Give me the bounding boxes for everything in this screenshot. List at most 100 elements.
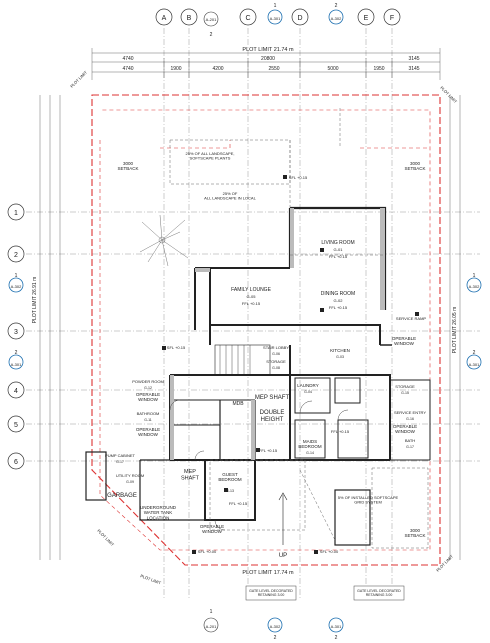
room-dining: DINING ROOM [321, 291, 355, 297]
dim-seg-2: 1900 [170, 66, 181, 72]
door-swings [169, 399, 349, 531]
section-marker-top-left: A-201 2 [203, 11, 219, 38]
room-storage2: STORAGE [395, 384, 415, 389]
plot-limit-right: PLOT LIMIT 26.05 m [452, 307, 458, 354]
direction-arrow-icon [278, 492, 288, 545]
svg-text:PLOT LIMIT: PLOT LIMIT [69, 69, 88, 88]
plot-limit-top: PLOT LIMIT 21.74 m [242, 47, 294, 53]
room-storage-tag: G-08 [272, 366, 280, 370]
room-garbage: GARBAGE [107, 493, 137, 499]
section-marker-right-lower: A-301 2 [466, 350, 482, 370]
svg-text:2: 2 [274, 635, 277, 641]
svg-text:PLOT LIMIT: PLOT LIMIT [140, 573, 163, 585]
room-living-tag: G-01 [334, 247, 344, 252]
up-label: UP [279, 553, 287, 559]
grid-col-b: B [187, 15, 192, 22]
dim-seg-5: 5000 [327, 66, 338, 72]
room-bathroom: BATHROOM [137, 411, 160, 416]
room-service-entry: SERVICE ENTRY [394, 410, 426, 415]
room-kitchen: KITCHEN [330, 348, 350, 353]
grid-row-bubbles: 1 2 3 4 5 6 [7, 203, 25, 470]
room-stair-lobby: STAIR LOBBY [263, 345, 289, 350]
section-marker-bottom-left: A-201 1 [203, 609, 219, 633]
room-family-tag: G-05 [247, 294, 257, 299]
room-dining-ffl: FFL +0.15 [329, 305, 348, 310]
room-guest-tag: G-13 [226, 489, 234, 493]
svg-text:A-201: A-201 [206, 17, 217, 22]
section-marker-bottom-mid: A-302 2 [267, 617, 283, 641]
grid-row-4: 4 [14, 388, 18, 395]
dim-seg-4: 2550 [268, 66, 279, 72]
room-pump-tag: G-17 [116, 460, 124, 464]
grid-col-e: E [364, 15, 369, 22]
dimension-texts: PLOT LIMIT 21.74 m 20800 4740 3145 4740 … [32, 47, 458, 576]
svg-text:A-301: A-301 [469, 362, 480, 367]
section-marker-left-lower: A-301 2 [8, 350, 24, 370]
room-laundry: LAUNDRY [297, 383, 318, 388]
section-marker-bottom-right: A-301 2 [328, 617, 344, 641]
grid-row-2: 2 [14, 252, 18, 259]
room-dining-tag: G-02 [334, 298, 344, 303]
grid-col-c: C [245, 15, 250, 22]
dashed-lines [169, 108, 429, 549]
room-mdb: MDB [232, 401, 244, 407]
level-marker-icons [162, 175, 419, 554]
dim-top-b: 3145 [408, 56, 419, 62]
room-storage: STORAGE [266, 359, 286, 364]
svg-text:2: 2 [473, 350, 476, 356]
room-powder-tag: G-12 [144, 386, 152, 390]
svg-text:PLOT LIMIT: PLOT LIMIT [435, 553, 454, 572]
ffl-maid: FFL +0.15 [259, 448, 278, 453]
ffl-guest: FFL +0.15 [229, 501, 248, 506]
section-markers: A-201 2 A-301 1 A-302 2 A-302 1 A-301 2 … [8, 3, 482, 641]
sfl-bottom-1: SFL +0.00 [198, 549, 217, 554]
plot-corner-notes: PLOT LIMIT PLOT LIMIT PLOT LIMIT PLOT LI… [69, 69, 458, 585]
room-storage2-tag: G-15 [401, 391, 409, 395]
svg-text:A-301: A-301 [331, 624, 342, 629]
plot-limit-bottom: PLOT LIMIT 17.74 m [242, 570, 294, 576]
note-landscape: 25% OF ALL LANDSCAPE,SOFTSCAPE PLANTS [186, 151, 235, 161]
section-marker-top-d: A-302 2 [328, 3, 344, 25]
svg-text:A-302: A-302 [11, 284, 22, 289]
grid-lines [26, 28, 480, 600]
plot-boundary [91, 94, 441, 566]
room-service-tag: G-16 [406, 417, 414, 421]
room-family-ffl: FFL +0.15 [242, 301, 261, 306]
room-powder: POWDER ROOM [132, 379, 164, 384]
svg-text:2: 2 [335, 635, 338, 641]
dim-seg-3: 4200 [212, 66, 223, 72]
plot-limit-left: PLOT LIMIT 26.91 m [32, 277, 38, 324]
sfl-top: SFL +0.15 [289, 175, 308, 180]
room-utility-tag: G-09 [126, 480, 134, 484]
svg-text:A-301: A-301 [270, 16, 281, 21]
svg-text:A-302: A-302 [469, 284, 480, 289]
room-pump: PUMP CABINET [105, 453, 135, 458]
service-ramp-label: SERVICE RAMP [396, 316, 426, 321]
sfl-stair: SFL +0.15 [167, 345, 186, 350]
svg-text:A-201: A-201 [206, 624, 217, 629]
svg-text:2: 2 [210, 32, 213, 38]
wall-fills [170, 208, 385, 460]
grid-col-d: D [297, 15, 302, 22]
room-stair-tag: G-06 [272, 352, 280, 356]
svg-text:1: 1 [15, 273, 18, 279]
room-mep-shaft: MEP SHAFT [255, 395, 290, 401]
svg-text:A-301: A-301 [11, 362, 22, 367]
plot-limit-diagonal: PLOT LIMIT [96, 528, 115, 547]
dim-seg-6: 1950 [373, 66, 384, 72]
svg-text:1: 1 [274, 3, 277, 9]
svg-text:1: 1 [473, 273, 476, 279]
